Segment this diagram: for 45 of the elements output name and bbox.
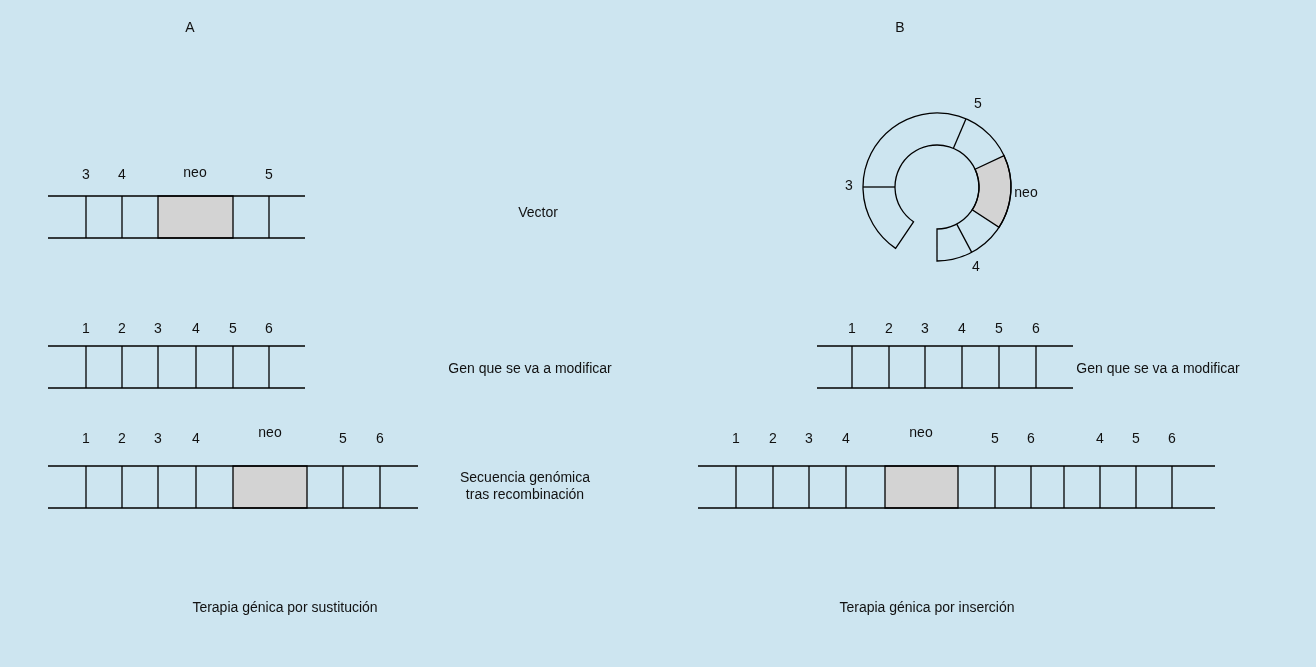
exon-number: 6 <box>1032 319 1040 337</box>
exon-number: 5 <box>229 319 237 337</box>
row-label: Vector <box>518 203 558 221</box>
exon-number: 3 <box>921 319 929 337</box>
marker-gene-label: neo <box>1014 183 1038 201</box>
caption: Terapia génica por inserción <box>839 598 1015 616</box>
exon-number: 2 <box>118 319 126 337</box>
exon-number: 4 <box>192 429 200 447</box>
exon-number: 6 <box>376 429 384 447</box>
marker-gene-label: neo <box>183 163 207 181</box>
exon-number: 1 <box>848 319 856 337</box>
exon-number: 3 <box>154 429 162 447</box>
exon-number: 5 <box>974 94 982 112</box>
exon-number: 1 <box>82 319 90 337</box>
exon-number: 5 <box>265 165 273 183</box>
exon-number: 4 <box>842 429 850 447</box>
exon-number: 5 <box>339 429 347 447</box>
exon-number: 1 <box>732 429 740 447</box>
exon-number: 6 <box>265 319 273 337</box>
exon-number: 6 <box>1027 429 1035 447</box>
exon-number: 3 <box>845 176 853 194</box>
exon-number: 4 <box>192 319 200 337</box>
caption: Terapia génica por sustitución <box>192 598 378 616</box>
panel-letter: A <box>185 18 195 36</box>
exon-number: 3 <box>82 165 90 183</box>
exon-number: 2 <box>769 429 777 447</box>
exon-number: 5 <box>1132 429 1140 447</box>
panel-letter: B <box>895 18 905 36</box>
row-label: Secuencia genómica tras recombinación <box>459 469 591 503</box>
exon-number: 2 <box>118 429 126 447</box>
exon-number: 4 <box>118 165 126 183</box>
exon-number: 4 <box>1096 429 1104 447</box>
exon-number: 3 <box>805 429 813 447</box>
exon-number: 2 <box>885 319 893 337</box>
exon-number: 3 <box>154 319 162 337</box>
exon-number: 1 <box>82 429 90 447</box>
marker-gene-label: neo <box>258 423 282 441</box>
row-label: Gen que se va a modificar <box>448 359 612 377</box>
exon-number: 5 <box>995 319 1003 337</box>
marker-gene-label: neo <box>909 423 933 441</box>
row-label: Gen que se va a modificar <box>1076 359 1240 377</box>
exon-number: 4 <box>972 257 980 275</box>
exon-number: 5 <box>991 429 999 447</box>
exon-number: 6 <box>1168 429 1176 447</box>
exon-number: 4 <box>958 319 966 337</box>
